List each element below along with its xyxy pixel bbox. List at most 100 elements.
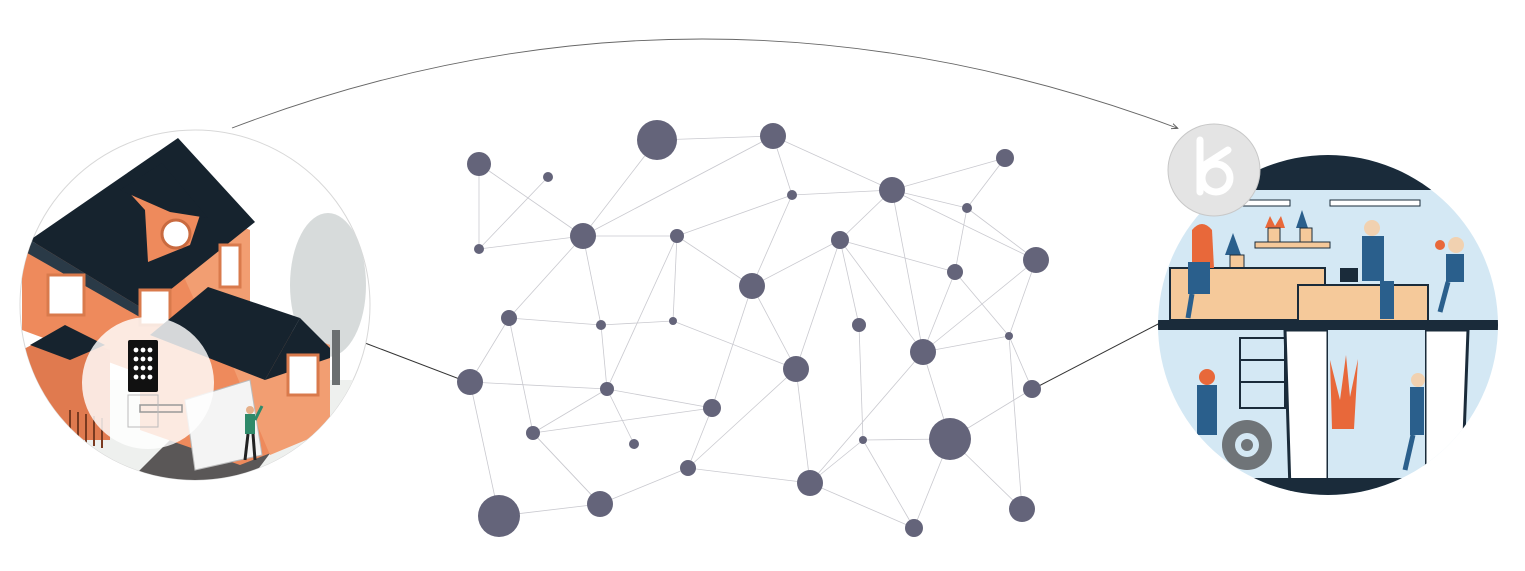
plant-icon [1225, 210, 1313, 270]
network-edge [687, 467, 811, 484]
network-node [457, 369, 483, 395]
network-node [1023, 247, 1049, 273]
network-node [783, 356, 809, 382]
network-edge [891, 189, 924, 353]
house-illustration [19, 129, 371, 481]
network-edge [1008, 335, 1033, 390]
network-edge [922, 259, 1037, 353]
network-edge [839, 239, 860, 326]
network-edge [772, 135, 893, 191]
network-node [831, 231, 849, 249]
network-edge [839, 239, 924, 353]
network-edge [582, 135, 774, 237]
network-edge [478, 163, 584, 237]
network-edge [687, 407, 713, 469]
person-icon [243, 405, 264, 461]
network-node [996, 149, 1014, 167]
network-node [929, 418, 971, 460]
network-edge [922, 335, 1010, 353]
network-node [526, 426, 540, 440]
tree-icon [290, 213, 366, 357]
network-node [680, 460, 696, 476]
network-edge [751, 285, 797, 370]
worker-door-icon [1402, 373, 1425, 471]
keypad-lock-icon [127, 340, 183, 428]
network-nodes [457, 120, 1049, 537]
network-node [947, 264, 963, 280]
network-edge [858, 324, 864, 441]
network-node [962, 203, 972, 213]
network-edge [966, 157, 1006, 209]
network-node [474, 244, 484, 254]
network-node [637, 120, 677, 160]
network-edge [891, 157, 1006, 191]
office-illustration [1158, 123, 1498, 495]
office-connector-line [1032, 321, 1163, 390]
network-node [905, 519, 923, 537]
network-node [669, 317, 677, 325]
man-seated-icon [1435, 237, 1464, 313]
network-edge [809, 351, 924, 484]
network-node [1023, 380, 1041, 398]
network-edge [606, 388, 635, 445]
network-node [587, 491, 613, 517]
mechanic-icon [1197, 369, 1217, 435]
network-node [879, 177, 905, 203]
network-node [629, 439, 639, 449]
network-edge [954, 207, 968, 273]
network-edges [469, 135, 1037, 529]
tire-icon [1222, 420, 1272, 470]
network-edge [839, 239, 956, 273]
network-edge [508, 317, 534, 434]
network-node [760, 123, 786, 149]
network-edge [599, 467, 689, 505]
network-edge [676, 194, 793, 237]
network-node [1005, 332, 1013, 340]
network-node [478, 495, 520, 537]
network-edge [469, 381, 608, 390]
network-node [670, 229, 684, 243]
curved-arrow [231, 38, 1177, 128]
network-edge [1008, 259, 1037, 337]
network-edge [478, 235, 584, 250]
network-edge [606, 388, 713, 409]
network-node [596, 320, 606, 330]
network-node [1009, 496, 1035, 522]
network-node [739, 273, 765, 299]
network-edge [508, 317, 602, 326]
network-node [797, 470, 823, 496]
house-connector-line [364, 342, 471, 384]
network-edge [751, 194, 793, 287]
network-edge [809, 482, 915, 529]
network-edge [672, 320, 797, 370]
network-edge [862, 439, 915, 529]
worker-standing-icon [1362, 220, 1394, 319]
network-edge [711, 285, 753, 409]
network-edge [600, 324, 608, 390]
network-edge [751, 239, 841, 287]
network-node [859, 436, 867, 444]
network-node [467, 152, 491, 176]
network-node [852, 318, 866, 332]
woman-seated-icon [1185, 224, 1214, 319]
network-edge [600, 320, 674, 326]
network-edge [478, 176, 549, 250]
network-node [600, 382, 614, 396]
network-node [570, 223, 596, 249]
network-node [501, 310, 517, 326]
network-edge [795, 239, 841, 370]
network-edge [791, 189, 893, 196]
network-edge [606, 235, 678, 390]
network-edge [532, 388, 608, 434]
network-edge [966, 207, 1037, 261]
network-edge [672, 235, 678, 322]
b-logo-icon [1167, 123, 1261, 217]
network-edge [532, 432, 601, 505]
network-edge [1008, 335, 1023, 510]
network-edge [676, 235, 753, 287]
network-edge [922, 271, 956, 353]
network-node [787, 190, 797, 200]
network-edge [469, 381, 500, 517]
network-edge [795, 368, 811, 484]
